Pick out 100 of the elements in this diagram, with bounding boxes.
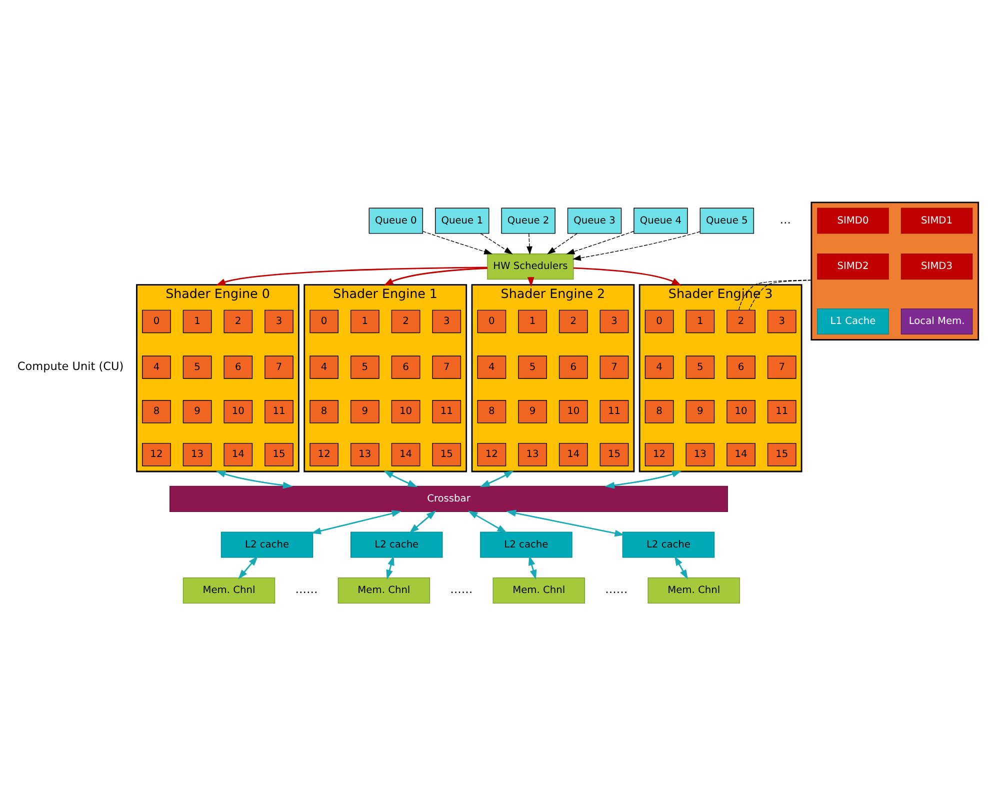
node-box: 13 [686,442,715,466]
node-box: 6 [224,356,253,379]
arrow [480,233,513,254]
arrow [547,233,578,254]
node-box: Local Mem. [900,308,973,334]
arrow [573,267,682,286]
node-box: 2 [391,310,420,334]
node-box: Mem. Chnl [338,577,430,604]
arrow [409,510,436,534]
node-box: 8 [477,400,506,424]
label: …… [450,583,473,596]
node-box: 11 [432,400,462,424]
node-box: 1 [518,310,547,334]
node-box: 3 [264,310,294,334]
node-box: 14 [224,442,253,466]
node-box: 2 [726,310,756,334]
node-box: Queue 3 [567,208,622,234]
node-box: 13 [518,442,547,466]
node-box: 5 [518,356,547,379]
arrow [386,556,394,580]
node-box: 11 [600,400,629,424]
node-box: 9 [182,400,212,424]
arrow [674,556,688,580]
node-box: 4 [310,356,339,379]
arrow [216,266,488,286]
arrow [422,230,493,254]
arrow [527,276,534,287]
node-box: 0 [142,310,171,334]
node-box: 8 [142,400,171,424]
node-box: 15 [432,442,462,466]
node-box: 11 [264,400,294,424]
node-box: 7 [264,356,294,379]
arrow [468,510,508,534]
node-box: Mem. Chnl [182,577,276,604]
node-box: L1 Cache [817,308,889,334]
node-box: 4 [142,356,171,379]
arrow [566,230,634,254]
node-box: Crossbar [169,486,728,512]
node-box: 13 [350,442,380,466]
node-box: 14 [726,442,756,466]
node-box: Queue 2 [501,208,556,234]
arrow [572,231,700,261]
cluster [810,202,980,340]
node-box: 12 [310,442,339,466]
node-box: 6 [726,356,756,379]
node-box: 7 [600,356,629,379]
node-box: 1 [350,310,380,334]
node-box: L2 cache [622,532,715,558]
arrow [506,510,625,537]
node-box: Queue 1 [435,208,490,234]
node-box: 1 [686,310,715,334]
node-box: 5 [182,356,212,379]
node-box: 6 [391,356,420,379]
arrow [311,510,402,534]
node-box: 12 [142,442,171,466]
node-box: 15 [600,442,629,466]
node-box: 10 [558,400,588,424]
node-box: SIMD3 [900,254,973,280]
node-box: Mem. Chnl [492,577,585,604]
node-box: 15 [264,442,294,466]
node-box: 10 [224,400,253,424]
node-box: 6 [558,356,588,379]
node-box: 11 [767,400,796,424]
node-box: 4 [644,356,674,379]
node-box: SIMD2 [817,254,889,280]
arrow [480,470,514,488]
node-box: 1 [182,310,212,334]
node-box: 14 [391,442,420,466]
node-box: SIMD1 [900,208,973,234]
label: Compute Unit (CU) [17,360,124,373]
arrow [238,556,258,580]
node-box: L2 cache [480,532,572,558]
node-box: 14 [558,442,588,466]
node-box: Mem. Chnl [648,577,740,604]
node-box: 0 [310,310,339,334]
label: … [780,213,791,226]
node-box: Queue 0 [368,208,424,234]
arrow [604,470,682,489]
node-box: 8 [644,400,674,424]
arrow [528,556,537,580]
node-box: 5 [686,356,715,379]
node-box: L2 cache [350,532,443,558]
node-box: 12 [644,442,674,466]
arrow [383,470,418,488]
node-box: 15 [767,442,796,466]
node-box: Queue 5 [700,208,754,234]
arrow [383,268,488,286]
node-box: Queue 4 [634,208,688,234]
node-box: 13 [182,442,212,466]
node-box: 3 [600,310,629,334]
node-box: 3 [767,310,796,334]
node-box: 7 [767,356,796,379]
label: …… [605,583,628,596]
node-box: 7 [432,356,462,379]
arrow [216,470,293,489]
node-box: 2 [224,310,253,334]
node-box: SIMD0 [817,208,889,234]
node-box: 10 [726,400,756,424]
node-box: 8 [310,400,339,424]
node-box: 9 [518,400,547,424]
